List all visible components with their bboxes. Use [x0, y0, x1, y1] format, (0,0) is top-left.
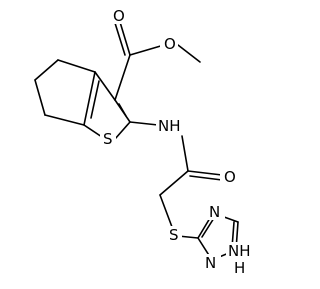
atom-s-thiophene: S — [103, 130, 113, 148]
atom-s-thioether: S — [169, 226, 179, 244]
atom-h-triazole: H — [234, 259, 245, 277]
atom-nh-amide: NH — [158, 117, 181, 135]
amide-linker — [129, 121, 223, 228]
atom-n-triazole-upper: N — [209, 203, 220, 221]
label-bg-o-ester — [160, 35, 178, 52]
label-bg-n-triazole-upper — [207, 203, 225, 220]
label-bg-s-thioether — [166, 226, 182, 243]
atom-o-ester: O — [164, 35, 176, 53]
thiophene-ring — [83, 71, 131, 140]
cyclopentane-ring — [34, 59, 96, 126]
atom-nh-triazole: NH — [228, 242, 251, 260]
label-bg-s-thiophene — [100, 130, 116, 147]
molecule-canvas: O O S NH O S N N NH H — [34, 7, 254, 277]
label-bg-nh-triazole — [226, 242, 254, 259]
label-bg-o-carbonyl-ester — [110, 7, 128, 24]
label-bg-n-triazole-lower — [203, 254, 221, 271]
atom-labels: O O S NH O S N N NH H — [100, 7, 254, 277]
label-bg-h-triazole — [232, 259, 246, 276]
atom-o-carbonyl-ester: O — [113, 7, 125, 25]
molecule-drawing: O O S NH O S N N NH H — [34, 7, 254, 277]
label-bg-o-amide — [220, 168, 238, 185]
atom-o-amide: O — [224, 168, 236, 186]
atom-n-triazole-lower: N — [205, 254, 216, 272]
ester-group — [114, 21, 201, 101]
label-bg-nh-amide — [156, 117, 184, 134]
